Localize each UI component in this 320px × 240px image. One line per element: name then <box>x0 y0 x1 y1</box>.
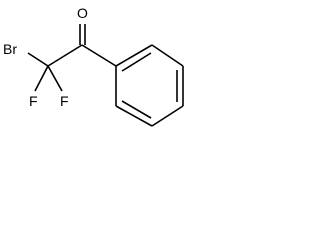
ring-inner-bond-1 <box>121 52 152 72</box>
c-phenyl-bond <box>81 44 117 67</box>
ring-bond-5 <box>115 105 153 127</box>
ring-bond-1 <box>115 44 153 67</box>
ring-bond-2 <box>151 44 184 67</box>
phenyl-ring <box>115 44 184 127</box>
ring-bond-4 <box>151 105 184 127</box>
c-br-bond <box>27 52 49 67</box>
chemical-structure: O Br F F <box>3 5 184 127</box>
ring-inner-bond-3 <box>121 100 152 119</box>
fluorine-label-1: F <box>29 93 38 109</box>
oxygen-label: O <box>77 5 88 21</box>
c-c-bond <box>47 44 83 67</box>
c-f-bond-2 <box>47 65 63 92</box>
bromine-label: Br <box>3 41 17 57</box>
fluorine-label-2: F <box>60 93 69 109</box>
c-f-bond-1 <box>34 65 49 92</box>
